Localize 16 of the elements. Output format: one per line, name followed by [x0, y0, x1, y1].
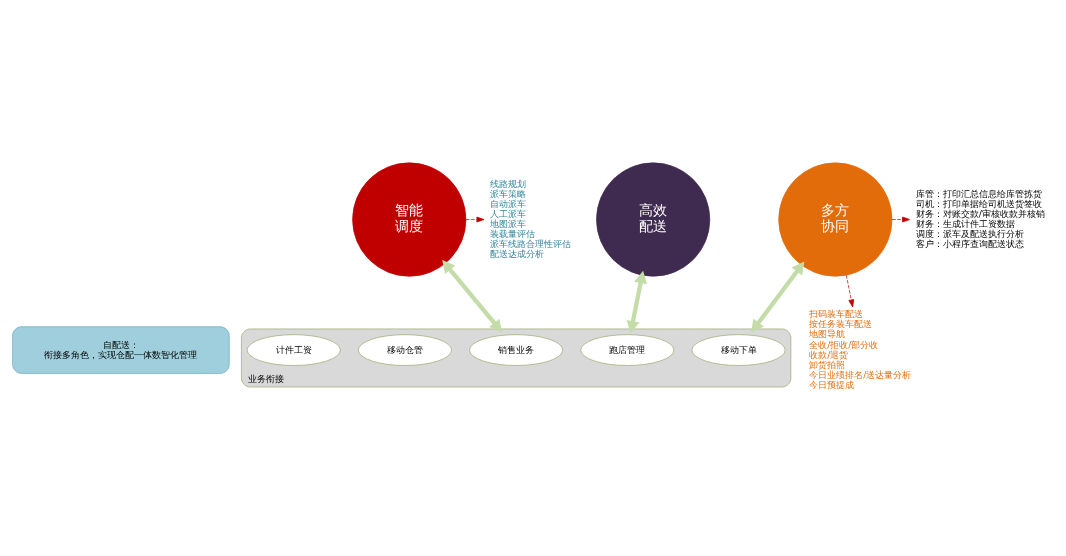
arrow [846, 274, 855, 308]
node-text: 扫码装车配送 按任务装车配送 地图导航 全收/拒收/部分收 收款/退货 卸货拍照 今日业绩排名/送达量分析 今日预提成 [809, 308, 912, 390]
node-ellipse: 移动仓管 [357, 334, 452, 366]
arrow [751, 261, 805, 333]
arrow [626, 270, 648, 334]
node-box: 自配送： 衔接多角色，实现仓配一体数智化管理 [12, 326, 230, 374]
arrow [465, 216, 485, 223]
node-text: 线路规划 派车策略 自动派车 人工派车 地图派车 装载量评估 派车线路合理性评估 配送达成分析 [489, 177, 571, 260]
node-ellipse: 计件工资 [246, 334, 341, 366]
arrow [891, 216, 911, 223]
node-text: 库管：打印汇总信息给库管拣货 司机：打印单据给司机送货签收 财务：对账交款/审核收款并核销 财务：生成计件工资数据 调度：派车及配送执行分析 客户：小程序查询配送状态 [915, 187, 1045, 250]
node-ellipse: 跑店管理 [580, 334, 675, 366]
arrow [442, 260, 503, 333]
node-ellipse: 销售业务 [469, 334, 564, 366]
node-ellipse: 移动下单 [691, 334, 786, 366]
node-circle: 高效配送 [596, 162, 711, 277]
